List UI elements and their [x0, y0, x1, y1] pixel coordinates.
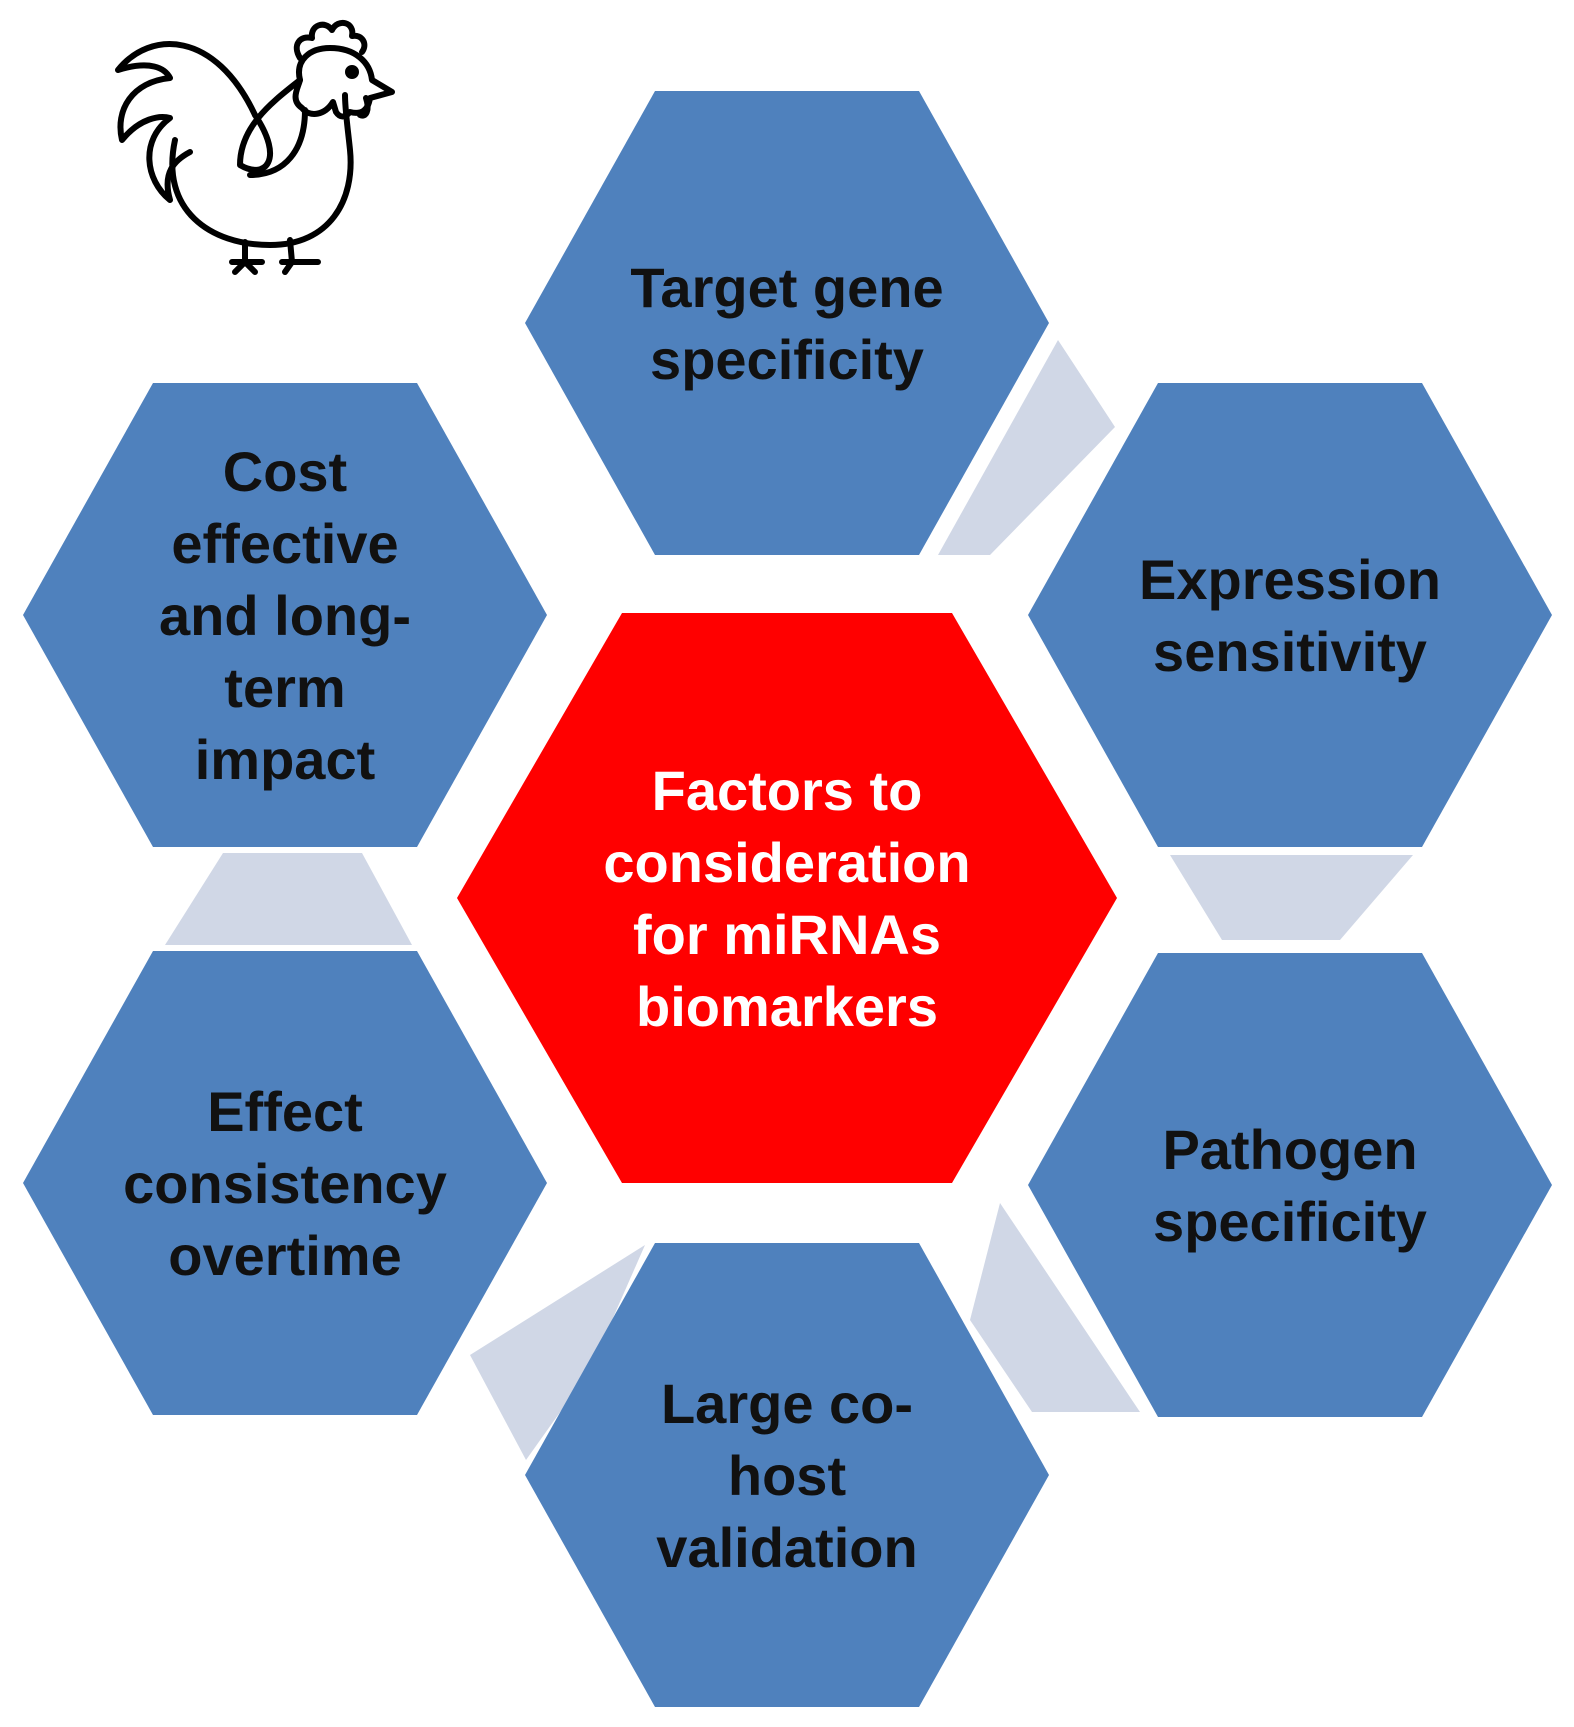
hex-effect-consistency-overtime-shape [23, 951, 547, 1415]
hex-pathogen-specificity: Pathogen specificity [1028, 953, 1552, 1417]
hex-cost-effective-long-term-impact-shape [23, 383, 547, 847]
hex-expression-sensitivity-label-line: Expression [1139, 548, 1441, 611]
hex-center-factors-label-line: biomarkers [636, 975, 938, 1038]
hex-expression-sensitivity-label-line: sensitivity [1153, 620, 1427, 683]
hex-center-factors: Factors to consideration for miRNAs biomark… [457, 613, 1117, 1183]
hex-large-co-host-validation-shape [525, 1243, 1049, 1707]
hex-target-gene-specificity: Target gene specificity [525, 91, 1049, 555]
hex-center-factors-label-line: consideration [603, 831, 970, 894]
hex-cost-effective-long-term-impact-label-line: effective [171, 512, 398, 575]
hex-center-factors-label-line: for miRNAs [633, 903, 941, 966]
hex-cost-effective-long-term-impact-label-line: term [224, 656, 345, 719]
hex-pathogen-specificity-label-line: specificity [1153, 1190, 1427, 1253]
hex-expression-sensitivity: Expression sensitivity [1028, 383, 1552, 847]
hex-center-factors-label-line: Factors to [652, 759, 923, 822]
hex-large-co-host-validation-label-line: validation [656, 1516, 917, 1579]
hex-cost-effective-long-term-impact-label-line: Cost [223, 440, 347, 503]
hex-target-gene-specificity-label-line: Target gene [630, 256, 943, 319]
hex-effect-consistency-overtime-label-line: Effect [207, 1080, 363, 1143]
connector-top-right [938, 340, 1115, 555]
connector-bottom-right [970, 1203, 1140, 1412]
hex-expression-sensitivity-shape [1028, 383, 1552, 847]
hex-large-co-host-validation-label-line: Large co- [661, 1372, 913, 1435]
chicken-icon [115, 19, 395, 275]
hex-center-factors-shape [457, 613, 1117, 1183]
hex-cost-effective-long-term-impact-label-line: and long- [159, 584, 411, 647]
hex-target-gene-specificity-shape [525, 91, 1049, 555]
hex-cost-effective-long-term-impact: Cost effective and long-term impact [23, 383, 547, 847]
connectors [165, 340, 1413, 1460]
hex-target-gene-specificity-label-line: specificity [650, 328, 924, 391]
hex-effect-consistency-overtime: Effect consistency overtime [23, 951, 547, 1415]
connector-left [165, 853, 412, 945]
hex-effect-consistency-overtime-label-line: overtime [168, 1224, 401, 1287]
hex-effect-consistency-overtime-label-line: consistency [123, 1152, 447, 1215]
hex-cost-effective-long-term-impact-label-line: impact [195, 728, 376, 791]
hex-pathogen-specificity-shape [1028, 953, 1552, 1417]
connector-bottom-left [470, 1245, 645, 1460]
hex-pathogen-specificity-label-line: Pathogen [1162, 1118, 1417, 1181]
hexagon-group: Target genespecificityExpressionsensitiv… [23, 91, 1552, 1707]
hex-large-co-host-validation-label-line: host [728, 1444, 846, 1507]
connector-right [1170, 855, 1413, 940]
hex-large-co-host-validation: Large co-host validation [525, 1243, 1049, 1707]
